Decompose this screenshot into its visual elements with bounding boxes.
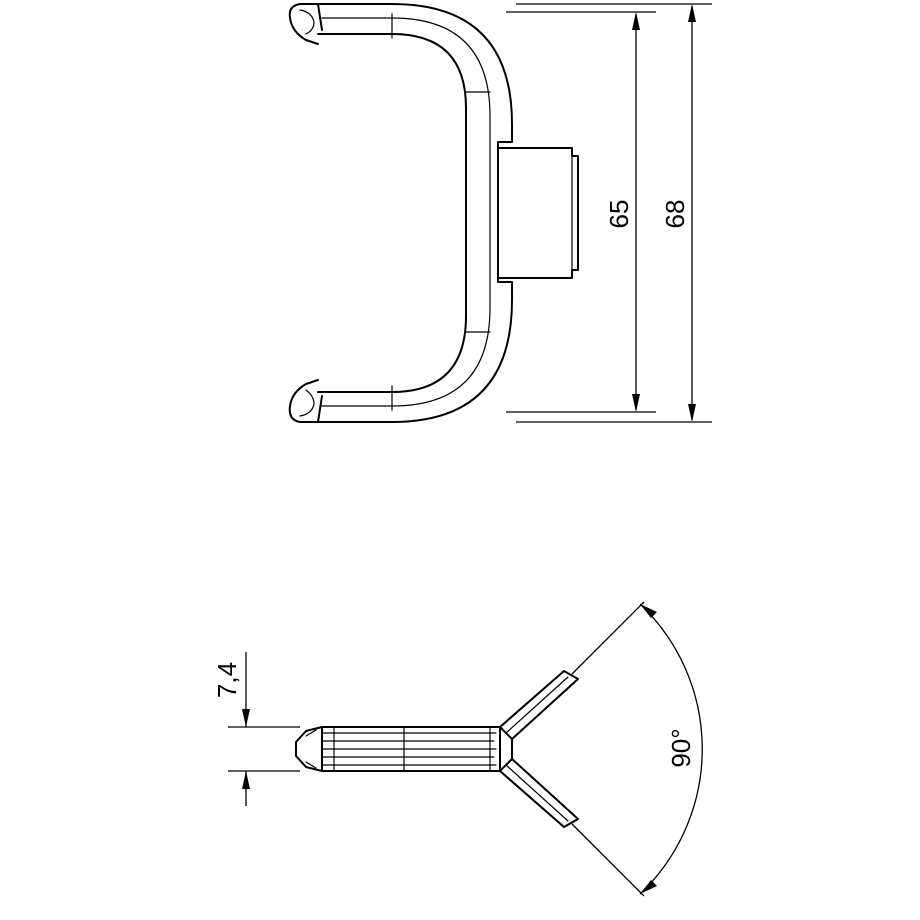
top-hook [288,3,319,45]
dimension-65-label: 65 [604,200,634,229]
dimension-angle-label: 90° [666,728,696,767]
side-view-clip [295,670,579,828]
dimension-65: 65 [506,11,656,413]
dimension-68-label: 68 [660,200,690,229]
dimension-angle-90: 90° [571,601,703,897]
top-view-clip [288,3,579,423]
center-block [497,147,579,279]
upper-arm [499,670,579,740]
dimension-7-4-label: 7,4 [212,662,242,698]
lower-arm [499,758,579,828]
dimension-7-4: 7,4 [212,652,300,806]
bottom-hook [288,379,319,423]
dimension-68: 68 [516,3,712,423]
